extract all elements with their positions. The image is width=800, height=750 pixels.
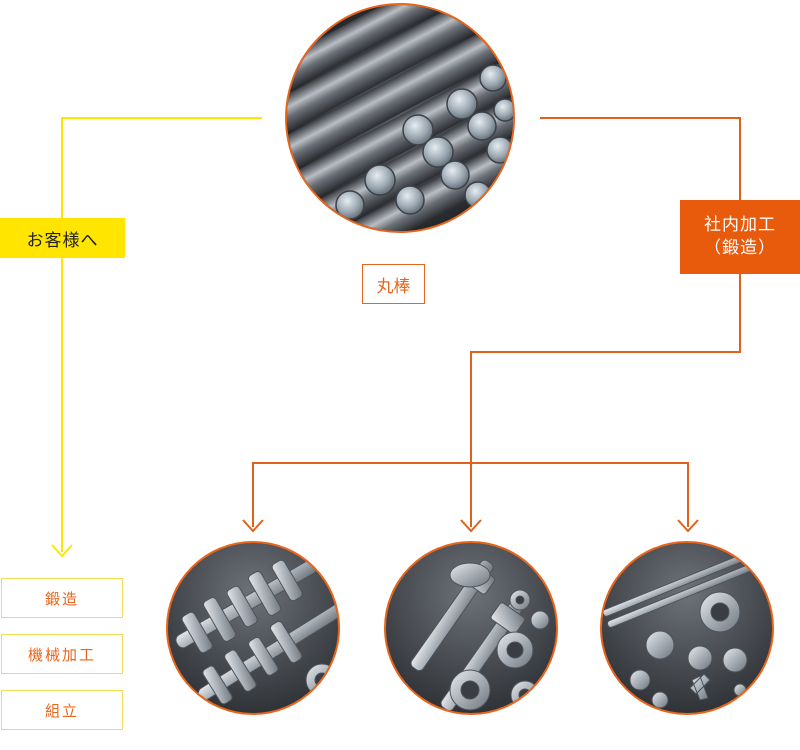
customer-flow-line [51, 117, 262, 558]
misc-parts-photo [600, 541, 774, 715]
round-bar-label: 丸棒 [362, 264, 425, 304]
step-assembly-text: 組立 [44, 701, 79, 720]
step-machining: 機械加工 [1, 634, 123, 674]
step-assembly: 組立 [1, 690, 123, 730]
step-forging-text: 鍛造 [44, 589, 79, 608]
inhouse-subtitle: （鍛造） [704, 238, 776, 258]
shaft-parts-photo [384, 541, 558, 715]
inhouse-processing-label: 社内加工 （鍛造） [680, 200, 800, 274]
crankshaft-photo [166, 541, 340, 715]
step-machining-text: 機械加工 [27, 645, 96, 664]
inhouse-flow-line [242, 117, 741, 533]
to-customer-text: お客様へ [26, 230, 99, 251]
inhouse-title: 社内加工 [704, 215, 776, 236]
round-bar-text: 丸棒 [376, 276, 411, 297]
to-customer-label: お客様へ [0, 218, 125, 258]
step-forging: 鍛造 [1, 578, 123, 618]
round-bar-photo [285, 3, 515, 233]
